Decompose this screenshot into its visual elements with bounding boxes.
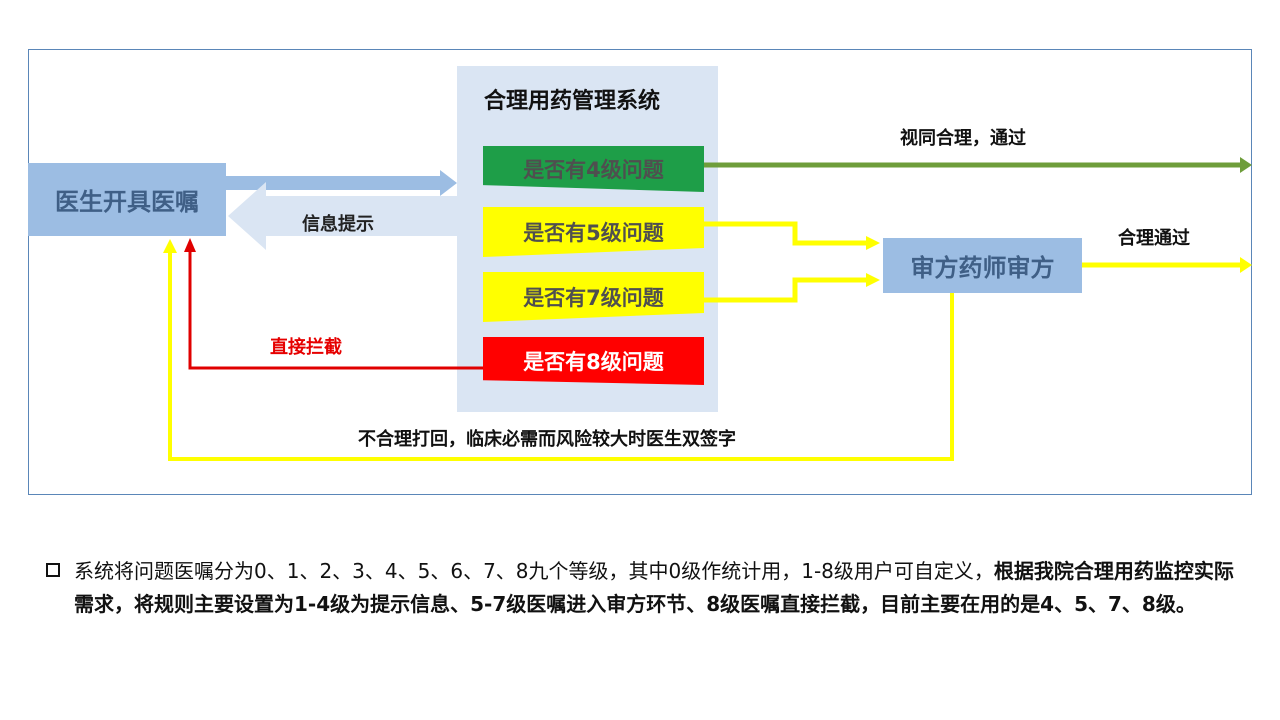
arrow-reject-back: [168, 252, 954, 461]
arrow-level5-pharmacist: [704, 221, 868, 246]
direct-intercept-label: 直接拦截: [270, 337, 342, 358]
doctor-order-label: 医生开具医嘱: [55, 188, 199, 216]
system-title: 合理用药管理系统: [484, 89, 661, 114]
square-bullet-icon: [46, 563, 60, 577]
level-8-box: 是否有8级问题: [483, 337, 704, 385]
arrow-level7-pharmacist: [704, 277, 868, 303]
arrow-doctor-to-system: [226, 170, 457, 196]
arrowhead-direct-intercept: [184, 238, 196, 252]
arrow-direct-intercept: [188, 250, 483, 370]
doctor-order-box: 医生开具医嘱: [28, 163, 226, 236]
arrow-info-prompt: [228, 182, 457, 250]
level-4-label: 是否有4级问题: [523, 158, 664, 182]
level-4-box: 是否有4级问题: [483, 146, 704, 192]
description-paragraph: 系统将问题医嘱分为0、1、2、3、4、5、6、7、8九个等级，其中0级作统计用，…: [46, 555, 1246, 621]
level-7-label: 是否有7级问题: [523, 286, 664, 310]
reasonable-pass-label: 合理通过: [1118, 228, 1190, 249]
level-5-label: 是否有5级问题: [523, 221, 664, 245]
arrowhead-level4-pass: [1240, 157, 1252, 173]
arrowhead-level7: [866, 273, 880, 287]
level-8-label: 是否有8级问题: [523, 350, 664, 374]
level-5-box: 是否有5级问题: [483, 207, 704, 257]
description-normal: 系统将问题医嘱分为0、1、2、3、4、5、6、7、8九个等级，其中0级作统计用，…: [74, 559, 994, 583]
pharmacist-review-box: 审方药师审方: [883, 238, 1082, 293]
pass-as-reasonable-label: 视同合理，通过: [900, 128, 1026, 149]
description-bold: 根据我院合理用药监控实际需求，将规则主要设置为1-4级为提示信息、5-7级医嘱进…: [74, 559, 1234, 616]
description-text: 系统将问题医嘱分为0、1、2、3、4、5、6、7、8九个等级，其中0级作统计用，…: [74, 555, 1246, 621]
pharmacist-review-label: 审方药师审方: [910, 254, 1055, 282]
diagram-frame: [28, 49, 1252, 495]
arrowhead-level5: [866, 236, 880, 250]
reject-back-label: 不合理打回，临床必需而风险较大时医生双签字: [358, 429, 736, 450]
arrowhead-reasonable-pass: [1240, 257, 1252, 273]
level-7-box: 是否有7级问题: [483, 272, 704, 322]
info-prompt-label: 信息提示: [302, 214, 374, 235]
arrowhead-reject-back: [163, 239, 177, 253]
